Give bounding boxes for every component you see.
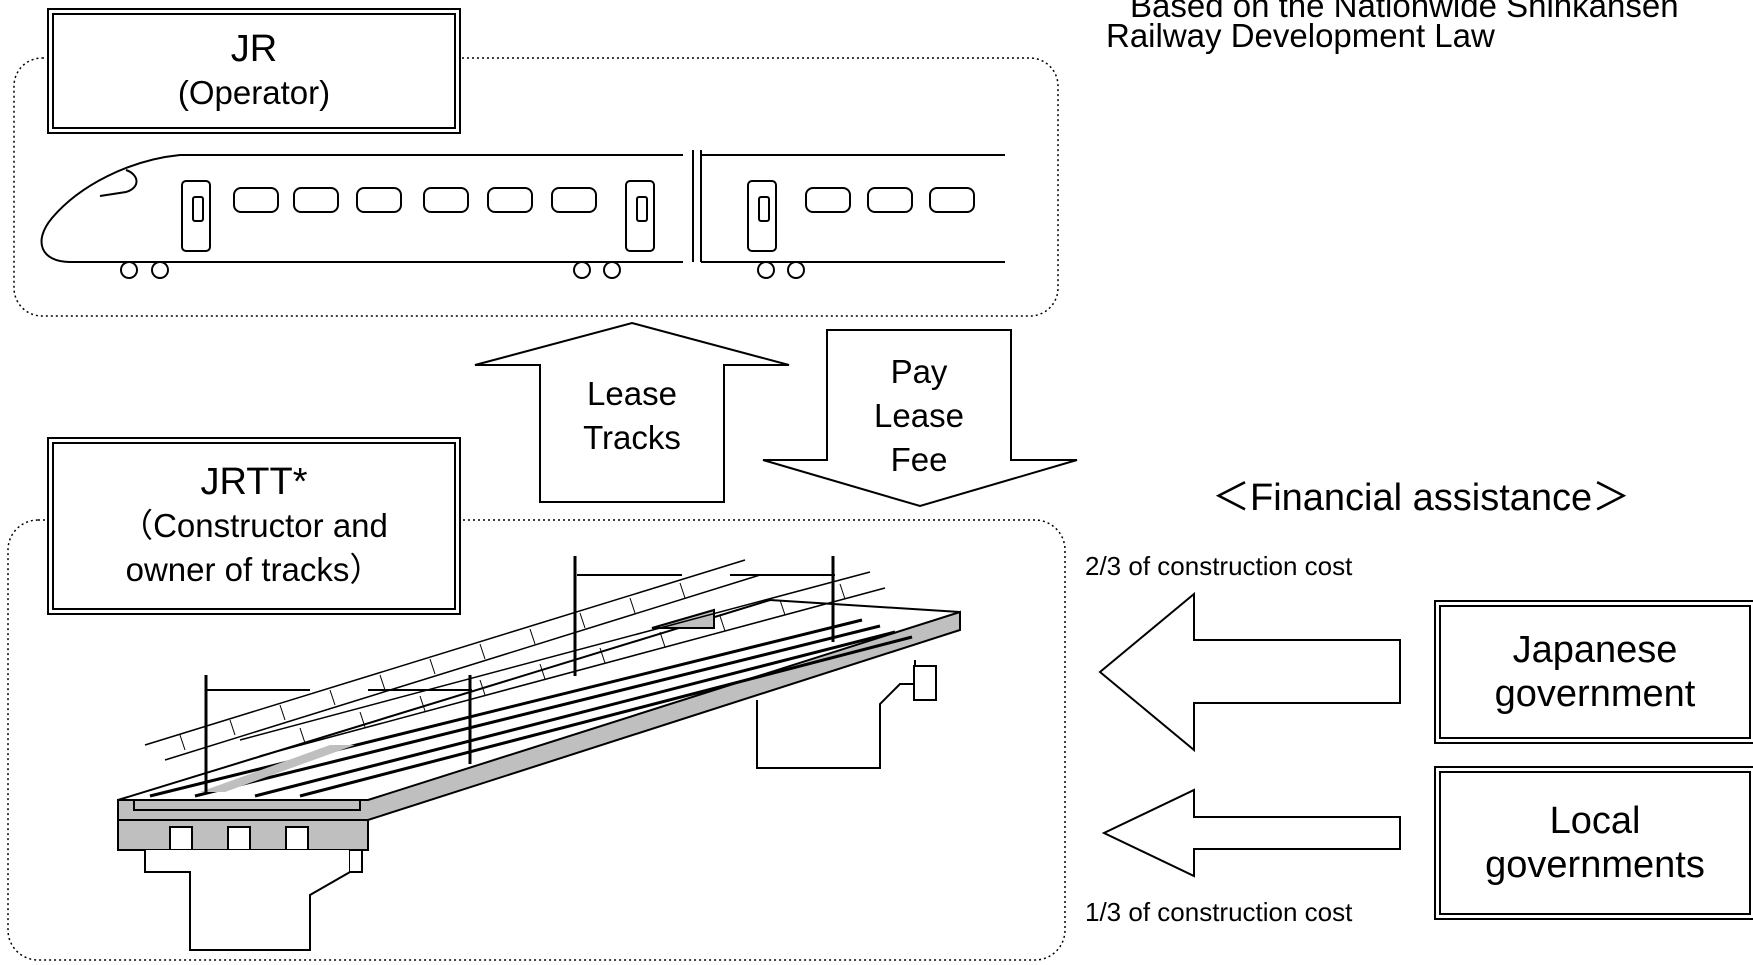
- jr-group-outline: [13, 57, 1059, 317]
- law-reference-line2: Railway Development Law: [1106, 17, 1495, 54]
- pay-lease-fee-label-1: Pay: [890, 353, 948, 390]
- jrtt-constructor-box: JRTT* （Constructor and owner of tracks）: [47, 437, 461, 615]
- jr-title: JR: [230, 28, 278, 70]
- local-share-label: 1/3 of construction cost: [1085, 897, 1353, 927]
- jrtt-role-line2: owner of tracks）: [125, 551, 383, 588]
- local-funding-arrow: [1101, 788, 1401, 878]
- lease-tracks-label-1: Lease: [587, 375, 677, 412]
- lease-tracks-arrow: [474, 321, 790, 503]
- jr-subtitle: (Operator): [177, 74, 331, 111]
- law-reference-line1: Based on the Nationwide Shinkansen: [1130, 0, 1679, 24]
- jrtt-group-outline: [7, 519, 1066, 961]
- national-share-label: 2/3 of construction cost: [1085, 551, 1353, 581]
- lease-tracks-label-2: Tracks: [583, 419, 681, 456]
- pay-lease-fee-label-2: Lease: [874, 397, 964, 434]
- pay-lease-fee-arrow: [762, 329, 1078, 508]
- financial-assistance-heading: ＜Financial assistance＞: [1212, 477, 1631, 519]
- jrtt-role-line1: （Constructor and: [120, 507, 388, 544]
- shinkansen-train-icon: [40, 150, 1005, 279]
- local-governments-line1: Local: [1549, 800, 1641, 842]
- japanese-government-line2: government: [1494, 673, 1696, 715]
- local-governments-line2: governments: [1485, 844, 1705, 886]
- local-governments-box: Local governments: [1434, 766, 1753, 920]
- jrtt-title: JRTT*: [200, 461, 308, 503]
- national-funding-arrow: [1098, 591, 1401, 753]
- japanese-government-box: Japanese government: [1434, 600, 1753, 744]
- jr-operator-box: JR (Operator): [47, 8, 461, 134]
- pay-lease-fee-label-3: Fee: [890, 441, 948, 478]
- japanese-government-line1: Japanese: [1512, 629, 1678, 671]
- viaduct-illustration-icon: [117, 556, 961, 951]
